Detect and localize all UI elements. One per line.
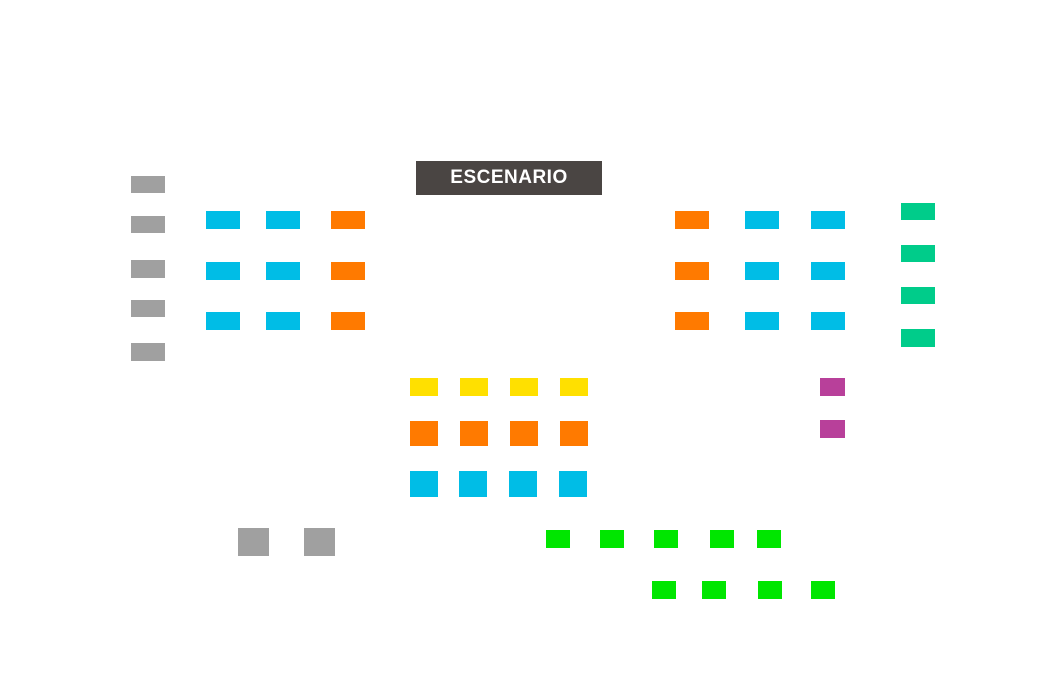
seat-center-block-yellow[interactable] [560, 378, 588, 396]
seat-bottom-green-block-green[interactable] [757, 530, 781, 548]
seat-bottom-green-block-green[interactable] [811, 581, 835, 599]
seat-right-block-cyan[interactable] [811, 312, 845, 330]
seat-right-block-cyan[interactable] [811, 211, 845, 229]
seat-center-block-yellow[interactable] [510, 378, 538, 396]
seat-center-block-yellow[interactable] [410, 378, 438, 396]
seat-bottom-gray-pair-gray[interactable] [304, 528, 335, 556]
seat-center-block-orange[interactable] [510, 421, 538, 446]
seat-bottom-green-block-green[interactable] [710, 530, 734, 548]
seat-left-block-cyan[interactable] [206, 262, 240, 280]
seat-left-block-cyan[interactable] [206, 312, 240, 330]
seat-center-block-orange[interactable] [460, 421, 488, 446]
seat-right-teal-column-teal[interactable] [901, 329, 935, 347]
seat-right-block-cyan[interactable] [745, 262, 779, 280]
seat-left-block-orange[interactable] [331, 262, 365, 280]
seat-left-gray-column-gray[interactable] [131, 300, 165, 317]
seat-center-block-cyan[interactable] [509, 471, 537, 497]
seat-magenta-pair-magenta[interactable] [820, 378, 845, 396]
seat-center-block-cyan[interactable] [459, 471, 487, 497]
seat-right-block-cyan[interactable] [811, 262, 845, 280]
seat-left-gray-column-gray[interactable] [131, 216, 165, 233]
seat-center-block-orange[interactable] [410, 421, 438, 446]
seat-right-block-orange[interactable] [675, 211, 709, 229]
seat-right-block-cyan[interactable] [745, 312, 779, 330]
seat-right-block-cyan[interactable] [745, 211, 779, 229]
seat-center-block-cyan[interactable] [410, 471, 438, 497]
seat-center-block-cyan[interactable] [559, 471, 587, 497]
seat-left-block-cyan[interactable] [266, 211, 300, 229]
seat-bottom-gray-pair-gray[interactable] [238, 528, 269, 556]
seat-left-block-cyan[interactable] [266, 262, 300, 280]
seat-left-block-orange[interactable] [331, 312, 365, 330]
seat-left-gray-column-gray[interactable] [131, 260, 165, 278]
seat-bottom-green-block-green[interactable] [546, 530, 570, 548]
seat-bottom-green-block-green[interactable] [758, 581, 782, 599]
seat-bottom-green-block-green[interactable] [702, 581, 726, 599]
stage-label: ESCENARIO [416, 161, 602, 195]
seat-right-teal-column-teal[interactable] [901, 245, 935, 262]
seat-left-block-orange[interactable] [331, 211, 365, 229]
seat-right-teal-column-teal[interactable] [901, 203, 935, 220]
seat-left-block-cyan[interactable] [206, 211, 240, 229]
seat-center-block-orange[interactable] [560, 421, 588, 446]
seat-bottom-green-block-green[interactable] [600, 530, 624, 548]
seat-center-block-yellow[interactable] [460, 378, 488, 396]
seat-right-block-orange[interactable] [675, 312, 709, 330]
seat-left-block-cyan[interactable] [266, 312, 300, 330]
seat-left-gray-column-gray[interactable] [131, 343, 165, 361]
seat-magenta-pair-magenta[interactable] [820, 420, 845, 438]
seat-left-gray-column-gray[interactable] [131, 176, 165, 193]
seat-bottom-green-block-green[interactable] [652, 581, 676, 599]
seat-right-block-orange[interactable] [675, 262, 709, 280]
seat-right-teal-column-teal[interactable] [901, 287, 935, 304]
seat-bottom-green-block-green[interactable] [654, 530, 678, 548]
